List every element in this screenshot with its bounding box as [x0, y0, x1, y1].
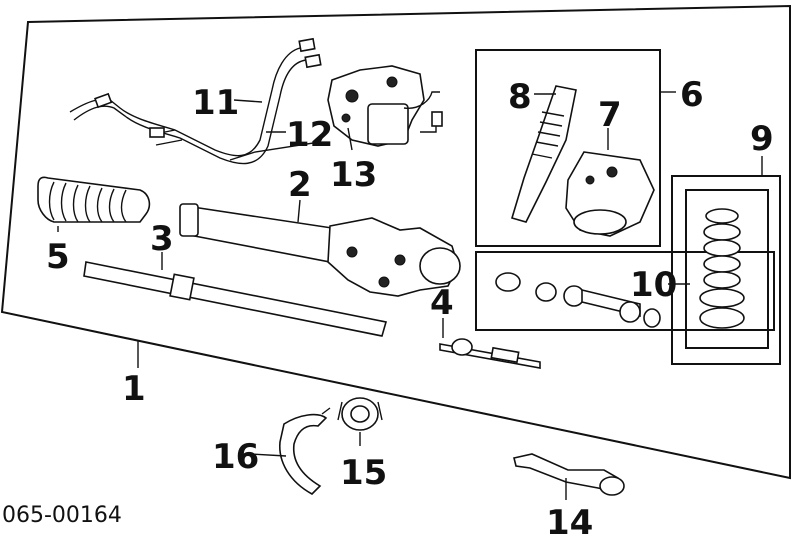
- subpanel-9: [671, 175, 781, 365]
- tie-rod-end-14: [513, 453, 625, 500]
- valve-body-13: [327, 65, 443, 151]
- gear-housing-2: [179, 199, 461, 297]
- callout-3: 3: [150, 219, 174, 259]
- tie-rod-4: [439, 318, 541, 369]
- rack-bar-3: [83, 252, 388, 337]
- leader-16: [249, 453, 287, 457]
- callout-14: 14: [546, 503, 593, 540]
- callout-16: 16: [212, 437, 259, 477]
- callout-10: 10: [630, 265, 677, 305]
- subpanel-10: [685, 189, 769, 349]
- valve-body-7: [565, 128, 655, 237]
- leader-13: [347, 127, 353, 151]
- subpanel-6: [475, 49, 661, 247]
- callout-4: 4: [430, 283, 454, 323]
- callout-8: 8: [508, 77, 532, 117]
- reference-code: 065-00164: [2, 503, 122, 528]
- callout-12: 12: [286, 115, 333, 155]
- callout-2: 2: [288, 165, 312, 205]
- callout-7: 7: [598, 95, 622, 135]
- callout-1: 1: [122, 369, 146, 409]
- boot-5: [37, 176, 151, 232]
- assembly-panel-outline: [0, 4, 791, 480]
- pinion-valve-8: [511, 85, 577, 223]
- clamp-16: [249, 407, 331, 495]
- callout-6: 6: [680, 75, 704, 115]
- callout-9: 9: [750, 119, 774, 159]
- leader-11: [233, 99, 263, 103]
- callout-13: 13: [330, 155, 377, 195]
- callout-11: 11: [192, 83, 239, 123]
- leader-2: [297, 199, 301, 223]
- callout-5: 5: [46, 237, 70, 277]
- bushing-15: [337, 397, 383, 446]
- callout-15: 15: [340, 453, 387, 493]
- subpanel-seals: [475, 251, 775, 331]
- seal-stack-10: [668, 208, 745, 329]
- pipe-lines: [69, 37, 327, 165]
- seal-set: [495, 272, 661, 328]
